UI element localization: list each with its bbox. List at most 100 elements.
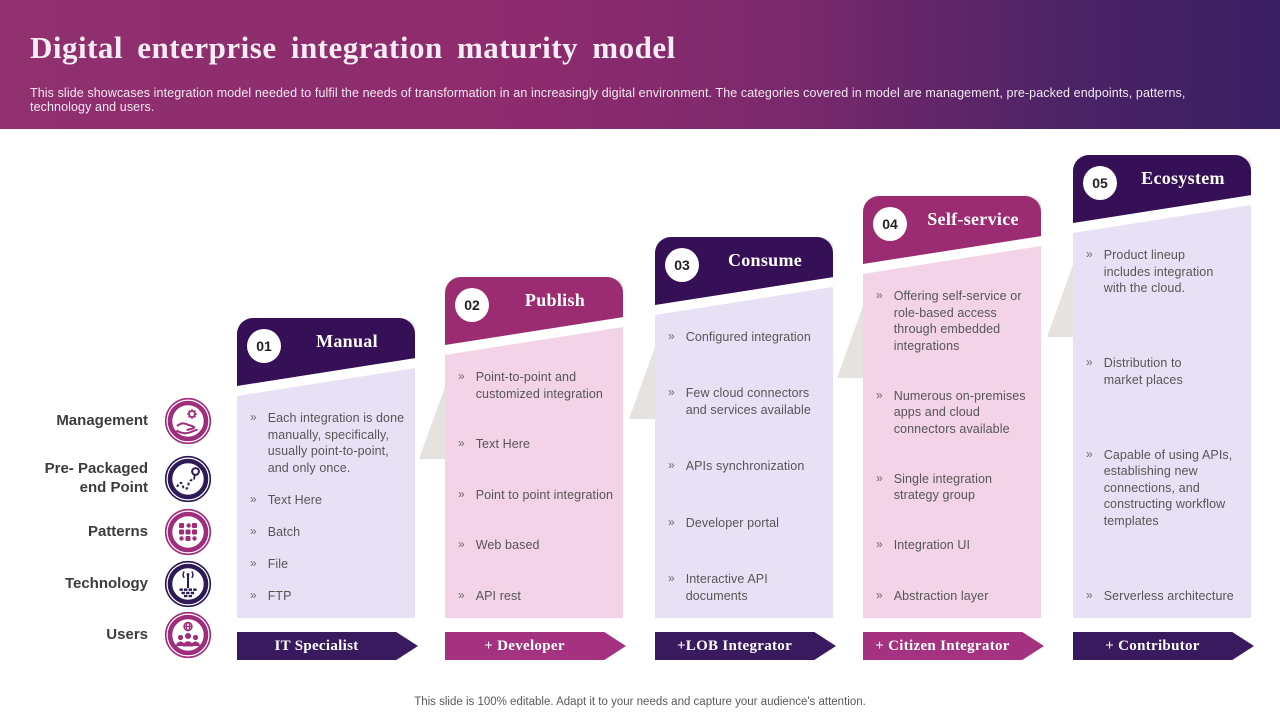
fold-shadow [629, 347, 655, 419]
bullet-marker: » [250, 410, 257, 424]
category-label: Pre- Packaged end Point [44, 460, 148, 496]
fold-shadow [837, 306, 863, 378]
bullet-item: » Developer portal [668, 515, 825, 532]
page-subtitle: This slide showcases integration model n… [30, 86, 1186, 114]
bullet-text: Serverless architecture [1103, 588, 1234, 603]
bullet-marker: » [250, 587, 257, 602]
stage-column-publish: 02 Publish »Point-to-point and customize… [445, 277, 626, 660]
bullet-marker: » [668, 514, 675, 529]
stage-column-manual: 01 Manual » Each integration is done manu… [237, 318, 418, 660]
bullet-text: File [267, 556, 289, 571]
page-title: Digital enterprise integration maturity … [30, 30, 676, 65]
bullet-text: Abstraction layer [893, 588, 989, 603]
stage-number-badge: 05 [1083, 166, 1117, 200]
category-row-users: Users [24, 611, 212, 659]
bullet-item: »APIs synchronization [668, 458, 825, 475]
bullet-marker: » [458, 537, 465, 551]
bullet-marker: » [668, 571, 675, 585]
stage-body: » Each integration is done manually, spec… [237, 368, 415, 618]
bullet-marker: » [668, 458, 675, 473]
bullet-marker: » [876, 470, 883, 485]
stage-column-consume: 03 Consume »Configured integration »Few … [655, 237, 836, 660]
bullet-marker: » [458, 587, 465, 602]
stage-body: » Configured integration » Few cloud conne… [655, 287, 833, 618]
bullet-text: Configured integration [685, 330, 811, 344]
bullet-text: Point to point integration [475, 487, 614, 502]
bullet-marker: » [250, 491, 257, 506]
stage-title: Ecosystem [1141, 168, 1225, 188]
category-row-patterns: Patterns [24, 508, 212, 556]
bullet-marker: » [250, 555, 257, 570]
stage-role-arrow: + Developer [445, 632, 626, 660]
stage-number-badge: 02 [455, 288, 489, 322]
bullet-item: » File [250, 556, 407, 573]
bullet-item: » Each integration is done manually, spec… [250, 410, 407, 476]
bullet-text: Few cloud connectors and services availa… [685, 386, 811, 417]
bullet-marker: » [458, 486, 465, 501]
stage-column-ecosystem: 05 Ecosystem » Product lineup includes in… [1073, 155, 1254, 660]
bullet-text: Text Here [267, 492, 323, 507]
stage-number-badge: 01 [247, 329, 281, 363]
editable-note: This slide is 100% editable. Adapt it to… [414, 696, 866, 708]
bullet-marker: » [1086, 446, 1093, 461]
bullet-item: » Distribution to market places [1086, 355, 1243, 388]
stage-role-arrow: + Contributor [1073, 632, 1254, 660]
stage-number-badge: 04 [873, 207, 907, 241]
bullet-item: » Abstraction layer [876, 588, 1033, 605]
stage-column-self-service: 04 Self-service »Offering self-service o… [863, 196, 1044, 660]
bullet-marker: » [250, 523, 257, 538]
bullet-item: » Serverless architecture [1086, 588, 1243, 605]
management-icon [164, 397, 212, 445]
bullet-text: Integration UI [893, 538, 971, 553]
bullet-marker: » [668, 329, 675, 343]
bullet-item: » Configured integration [668, 329, 825, 346]
bullet-marker: » [876, 288, 883, 302]
bullet-marker: » [1086, 587, 1093, 602]
stage-body: » Product lineup includes integration wit… [1073, 205, 1251, 618]
users-icon [164, 611, 212, 659]
stage-title: Publish [524, 290, 586, 310]
bullet-text: Single integration strategy group [893, 471, 993, 503]
bullet-marker: » [458, 436, 465, 450]
bullet-marker: » [876, 387, 883, 402]
bullet-text: Text Here [475, 437, 531, 451]
bullet-item: »Batch [250, 524, 407, 541]
bullet-text: Each integration is done manually, speci… [267, 411, 405, 475]
bullet-text: Product lineup includes integration with… [1103, 248, 1214, 295]
category-label: Patterns [87, 522, 148, 540]
stage-body: »Point-to-point and customized integrati… [445, 327, 623, 618]
stage-role-arrow: IT Specialist [237, 632, 418, 660]
category-label: Technology [64, 574, 148, 592]
bullet-text: Capable of using APIs, establishing new … [1103, 447, 1233, 528]
bullet-item: » Integration UI [876, 537, 1033, 554]
bullet-item: »API rest [458, 588, 615, 605]
bullet-item: » Point to point integration [458, 487, 615, 504]
bullet-text: Distribution to market places [1103, 356, 1183, 387]
bullet-text: Numerous on-premises apps and cloud conn… [893, 388, 1026, 436]
bullet-item: » Offering self-service or role-based acc… [876, 288, 1033, 354]
stage-number-badge: 03 [665, 248, 699, 282]
category-label: Management [56, 411, 148, 429]
stage-title: Manual [316, 331, 378, 351]
bullet-marker: » [1086, 355, 1093, 369]
bullet-marker: » [458, 369, 465, 383]
bullet-item: »FTP [250, 588, 407, 605]
patterns-icon [164, 508, 212, 556]
bullet-item: » Interactive API documents [668, 571, 825, 604]
category-label: Users [106, 625, 148, 643]
bullet-text: Offering self-service or role-based acce… [893, 289, 1022, 353]
bullet-marker: » [876, 587, 883, 602]
bullet-text: Developer portal [685, 515, 780, 530]
bullet-item: » Text Here [458, 436, 615, 453]
fold-shadow [419, 387, 445, 459]
stage-role-arrow: + Citizen Integrator [863, 632, 1044, 660]
category-row-management: Management [24, 397, 212, 445]
bullet-text: Web based [475, 538, 540, 552]
stage-body: » Offering self-service or role-based acc… [863, 246, 1041, 618]
bullet-text: Interactive API documents [685, 572, 768, 603]
category-row-technology: Technology [24, 560, 212, 608]
bullet-marker: » [876, 537, 883, 552]
bullet-item: »Point-to-point and customized integrati… [458, 369, 615, 402]
bullet-item: » Single integration strategy group [876, 471, 1033, 504]
